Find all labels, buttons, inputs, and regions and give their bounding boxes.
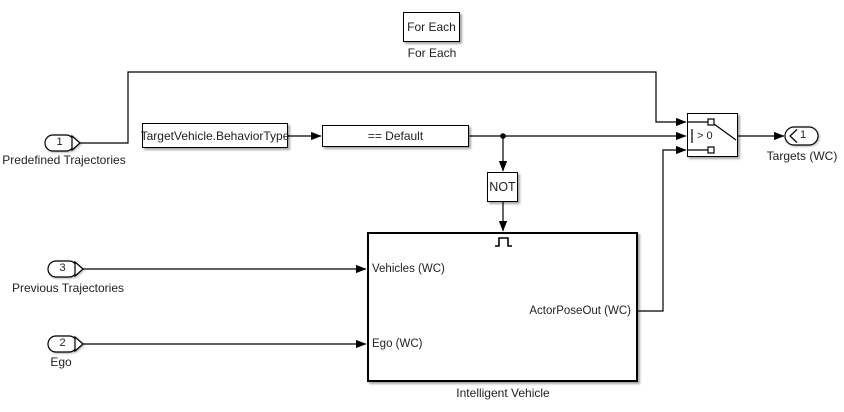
wire-branch-dot	[500, 133, 506, 139]
constant-block-text: TargetVehicle.BehaviorType	[140, 128, 290, 143]
inport-3-number: 3	[59, 262, 66, 274]
for-each-block-text: For Each	[407, 20, 456, 34]
constant-block-targetvehicle-behaviortype[interactable]: TargetVehicle.BehaviorType	[140, 123, 290, 148]
outport-1-number: 1	[799, 129, 807, 141]
compare-to-default-block[interactable]: == Default	[322, 125, 469, 147]
for-each-block[interactable]: For Each	[403, 12, 460, 42]
inport-2-number: 2	[59, 337, 66, 349]
inport-3-caption: Previous Trajectories	[11, 281, 125, 295]
intelligent-vehicle-subsystem[interactable]	[367, 232, 638, 382]
not-logic-block[interactable]: NOT	[487, 172, 518, 202]
not-block-text: NOT	[489, 180, 516, 194]
subsystem-caption: Intelligent Vehicle	[456, 386, 550, 400]
outport-1-caption: Targets (WC)	[766, 149, 838, 163]
inport-1-caption: Predefined Trajectories	[2, 153, 126, 167]
switch-criteria-label: > 0	[697, 130, 713, 142]
inport-2-caption: Ego	[50, 355, 72, 369]
inport-1-number: 1	[56, 136, 63, 148]
subsystem-port-actorposeout-label: ActorPoseOut (WC)	[529, 305, 631, 317]
wire-actorpose-to-switch[interactable]	[638, 145, 687, 312]
compare-block-text: == Default	[367, 129, 424, 143]
subsystem-port-vehicles-label: Vehicles (WC)	[372, 263, 445, 275]
for-each-caption: For Each	[407, 46, 457, 60]
subsystem-port-ego-label: Ego (WC)	[372, 338, 423, 350]
